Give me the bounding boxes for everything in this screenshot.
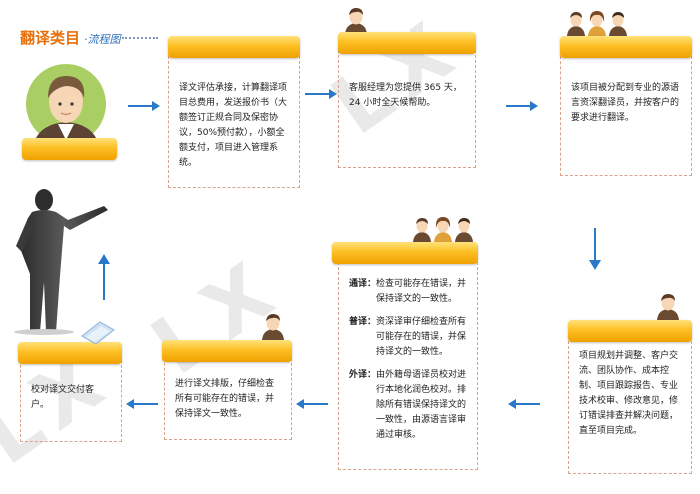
arrow-right-icon: [506, 101, 538, 111]
team-avatar-icon: [566, 8, 628, 36]
page-title: 翻译类目: [20, 29, 81, 47]
arrow-right-icon: [128, 101, 160, 111]
step-text: 校对译文交付客户。: [31, 385, 95, 410]
step-text: 客服经理为您提供 365 天，24 小时全天候帮助。: [349, 83, 462, 108]
step-header-bar: [568, 320, 692, 342]
step-header-bar: [332, 242, 478, 264]
page-subtitle: ·流程图: [84, 33, 121, 46]
step-header-bar: [560, 36, 692, 58]
person-avatar-icon: [260, 312, 286, 340]
step-header-bar: [162, 340, 292, 362]
step-text: 进行译文排版，仔细检查所有可能存在的错误，并保持译文一致性。: [175, 379, 275, 419]
step-header-bar: [18, 342, 122, 364]
arrow-right-icon: [305, 89, 337, 99]
qa-section-foreign: 外译： 由外籍母语译员校对进行本地化润色校对。排除所有错误保持译文的一致性，由源…: [349, 368, 467, 443]
step-text: 项目规划并调整、客户交流、团队协作、成本控制、项目跟踪报告、专业技术校审、修改意…: [579, 351, 679, 436]
step-header-bar: [338, 32, 476, 54]
step-box-3: 该项目被分配到专业的源语言资深翻译员，并按客户的要求进行翻译。: [560, 46, 692, 176]
step-box-4: 项目规划并调整、客户交流、团队协作、成本控制、项目跟踪报告、专业技术校审、修改意…: [568, 326, 692, 474]
step-header-bar: [22, 138, 117, 160]
person-avatar-icon: [343, 6, 369, 34]
section-key: 外译：: [349, 370, 377, 380]
person-avatar-icon: [20, 58, 112, 150]
section-text: 资深译审仔细检查所有可能存在的错误，并保持译文的一致性。: [376, 317, 467, 357]
businessman-silhouette-icon: [8, 186, 118, 336]
step-box-2: 客服经理为您提供 365 天，24 小时全天候帮助。: [338, 40, 476, 168]
arrow-left-icon: [126, 399, 158, 409]
step-text: 译文评估承接，计算翻译项目总费用，发送报价书（大额签订正规合同及保密协议，50%…: [179, 83, 288, 168]
section-text: 由外籍母语译员校对进行本地化润色校对。排除所有错误保持译文的一致性，由源语言译审…: [376, 370, 467, 440]
arrow-down-icon: [589, 228, 601, 270]
step-text: 该项目被分配到专业的源语言资深翻译员，并按客户的要求进行翻译。: [571, 83, 680, 123]
qa-section-standard: 普译： 资深译审仔细检查所有可能存在的错误，并保持译文的一致性。: [349, 315, 467, 360]
step-box-1: 译文评估承接，计算翻译项目总费用，发送报价书（大额签订正规合同及保密协议，50%…: [168, 46, 300, 188]
arrow-up-icon: [98, 254, 110, 300]
team-avatar-icon: [412, 214, 474, 242]
section-text: 检查可能存在错误，并保持译文的一致性。: [376, 279, 467, 304]
qa-section-general: 通译： 检查可能存在错误，并保持译文的一致性。: [349, 277, 467, 307]
title-underline: [122, 37, 158, 39]
step-box-5: 通译： 检查可能存在错误，并保持译文的一致性。 普译： 资深译审仔细检查所有可能…: [338, 252, 478, 470]
arrow-left-icon: [508, 399, 540, 409]
section-key: 普译：: [349, 317, 377, 327]
arrow-left-icon: [296, 399, 328, 409]
section-key: 通译：: [349, 279, 377, 289]
person-avatar-icon: [655, 292, 681, 320]
document-icon: [80, 320, 116, 346]
step-header-bar: [168, 36, 300, 58]
